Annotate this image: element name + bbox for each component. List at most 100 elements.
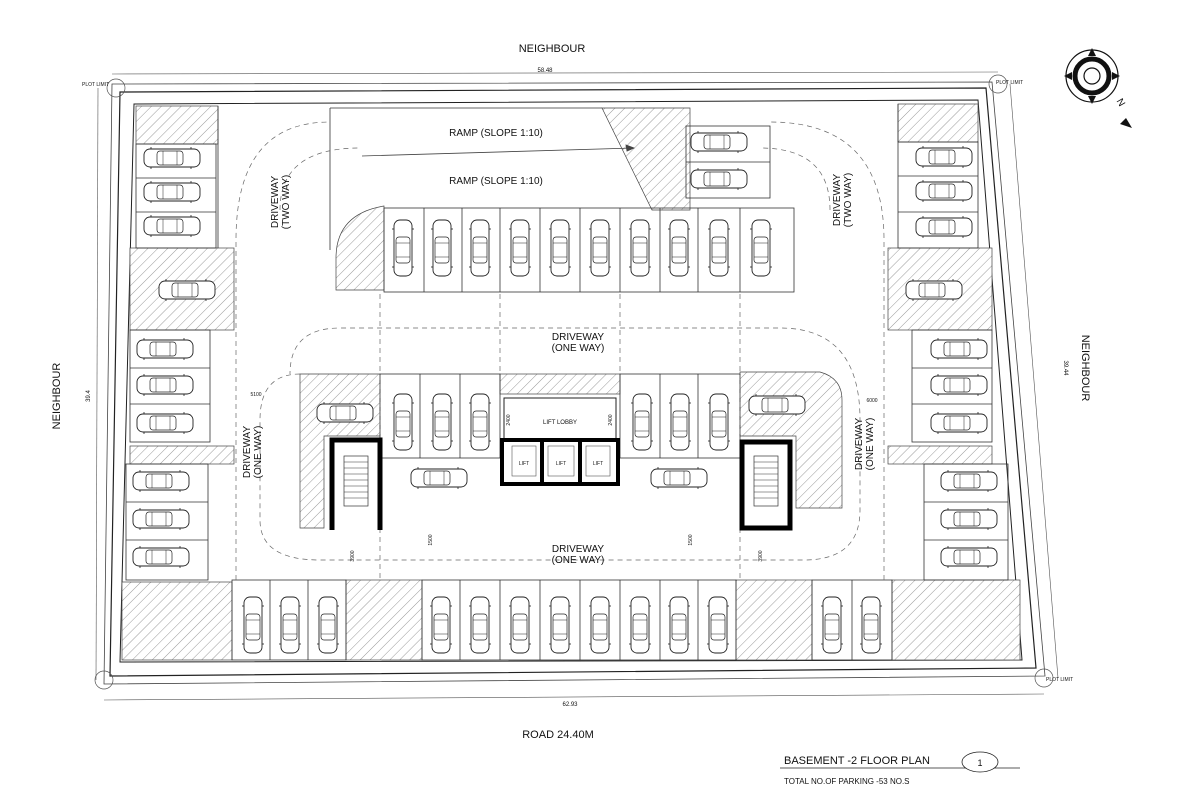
car-symbol (690, 130, 748, 154)
dim-6000: 6000 (866, 398, 877, 404)
car-symbol (468, 219, 492, 277)
car-symbol (630, 393, 654, 451)
plan-labels: NEIGHBOUR ROAD 24.40M NEIGHBOUR NEIGHBOU… (51, 43, 1127, 741)
plot-limit-label-nw: PLOT LIMIT (82, 82, 109, 88)
neighbour-left-label: NEIGHBOUR (51, 363, 63, 430)
car-symbol (940, 545, 998, 569)
car-symbol (915, 179, 973, 203)
car-symbol (136, 337, 194, 361)
north-compass-icon (1064, 48, 1132, 128)
driveway-one-way-left-1: DRIVEWAY (242, 426, 253, 479)
car-symbol (548, 219, 572, 277)
plot-limit-label-se: PLOT LIMIT (1046, 677, 1073, 683)
car-symbol (468, 393, 492, 451)
driveway-one-way-bottom-1: DRIVEWAY (552, 544, 605, 555)
dim-1500-a: 1500 (428, 534, 434, 545)
car-symbol (668, 393, 692, 451)
car-symbol (749, 219, 773, 277)
driveway-two-way-left-2: (TWO WAY) (281, 175, 292, 229)
car-symbol (707, 219, 731, 277)
car-symbol (136, 411, 194, 435)
car-symbol (707, 393, 731, 451)
car-symbol (429, 596, 453, 654)
parking-bays (125, 104, 1009, 661)
car-symbol (410, 466, 468, 490)
car-symbol (508, 596, 532, 654)
driveway-two-way-right-1: DRIVEWAY (832, 174, 843, 227)
car-symbol (391, 393, 415, 451)
neighbour-right-label: NEIGHBOUR (1079, 335, 1091, 402)
car-symbol (588, 596, 612, 654)
car-symbol (316, 401, 374, 425)
ramp-label-1: RAMP (SLOPE 1:10) (449, 128, 543, 139)
driveway-one-way-right-1: DRIVEWAY (854, 418, 865, 471)
car-symbol (905, 278, 963, 302)
dimension-left: 39.4 (86, 390, 92, 402)
driveway-lines (235, 121, 885, 580)
lift-core (500, 397, 620, 486)
car-symbol (667, 219, 691, 277)
dim-5100: 5100 (250, 392, 261, 398)
hatched-zones (121, 103, 1021, 661)
car-symbol (143, 214, 201, 238)
car-symbol (748, 393, 806, 417)
car-symbol (132, 507, 190, 531)
ramp-label-2: RAMP (SLOPE 1:10) (449, 176, 543, 187)
car-symbol (316, 596, 340, 654)
lift-label-2: LIFT (556, 461, 566, 467)
car-symbol (628, 219, 652, 277)
plot-boundary (103, 81, 1046, 685)
neighbour-top-label: NEIGHBOUR (519, 43, 586, 55)
car-symbol (915, 215, 973, 239)
driveway-two-way-left-1: DRIVEWAY (270, 176, 281, 229)
dimension-bottom: 62.93 (562, 702, 578, 708)
driveway-one-way-mid-1: DRIVEWAY (552, 332, 605, 343)
title-block: BASEMENT -2 FLOOR PLAN TOTAL NO.OF PARKI… (780, 751, 1020, 786)
north-label: N (1114, 97, 1127, 109)
car-symbol (158, 278, 216, 302)
car-symbol (430, 393, 454, 451)
ramp-arrow (361, 144, 636, 157)
dim-1500-b: 1500 (688, 534, 694, 545)
sheet-number: 1 (977, 758, 982, 768)
car-symbol (143, 180, 201, 204)
lift-label-3: LIFT (593, 461, 603, 467)
driveway-one-way-bottom-2: (ONE WAY) (552, 555, 605, 566)
car-symbol (930, 411, 988, 435)
dim-3900-a: 3900 (350, 550, 356, 561)
staircase-left (329, 437, 383, 530)
driveway-two-way-right-2: (TWO WAY) (843, 173, 854, 227)
car-symbol (650, 466, 708, 490)
car-symbol (430, 219, 454, 277)
car-symbol (391, 219, 415, 277)
driveway-one-way-left-2: (ONE WAY) (253, 426, 264, 479)
dimension-lines (95, 71, 1059, 701)
car-symbol (820, 596, 844, 654)
car-symbol (690, 167, 748, 191)
driveway-one-way-mid-2: (ONE WAY) (552, 343, 605, 354)
staircase-right (739, 439, 793, 531)
car-symbol (628, 596, 652, 654)
car-symbol (930, 337, 988, 361)
driveway-one-way-right-2: (ONE WAY) (865, 418, 876, 471)
car-symbol (588, 219, 612, 277)
plot-limit-markers (94, 74, 1054, 690)
car-symbol (143, 146, 201, 170)
lift-lobby-label: LIFT LOBBY (543, 420, 577, 426)
dim-3900-b: 3900 (758, 550, 764, 561)
car-symbol (132, 469, 190, 493)
car-symbol (548, 596, 572, 654)
car-symbol (940, 469, 998, 493)
car-symbol (940, 507, 998, 531)
dimension-right: 39.44 (1062, 360, 1068, 376)
car-symbol (241, 596, 265, 654)
car-symbol (468, 596, 492, 654)
car-symbol (667, 596, 691, 654)
road-label: ROAD 24.40M (522, 729, 594, 741)
dim-2400-a: 2400 (506, 414, 512, 425)
drawing-title: BASEMENT -2 FLOOR PLAN (784, 755, 930, 767)
car-symbol (508, 219, 532, 277)
drawing-subtitle: TOTAL NO.OF PARKING -53 NO.S (784, 777, 910, 786)
